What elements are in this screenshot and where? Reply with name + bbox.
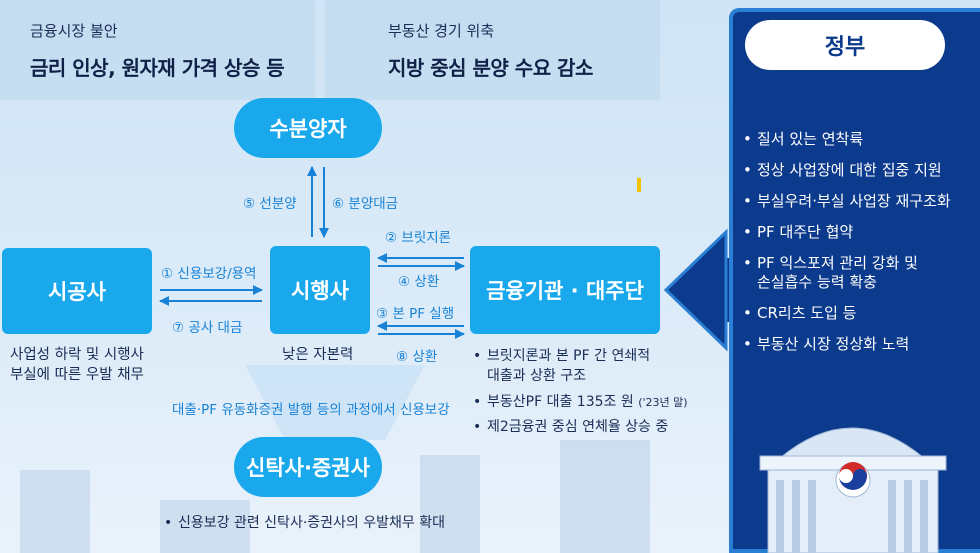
government-item: 부동산 시장 정상화 노력 (743, 335, 951, 354)
lender-bullets: 브릿지론과 본 PF 간 연쇄적 대출과 상환 구조 부동산PF 대출 135조… (473, 346, 688, 437)
lender-bullet: 부동산PF 대출 135조 원 ('23년 말) (473, 392, 688, 413)
government-item: 정상 사업장에 대한 집중 지원 (743, 161, 951, 180)
builder-note-line1: 사업성 하락 및 시행사 (10, 347, 144, 363)
government-item-line: 부실우려·부실 사업장 재구조화 (757, 192, 951, 210)
government-item-line: PF 익스포져 관리 강화 및 (757, 254, 918, 272)
government-item-line: 손실흡수 능력 확충 (757, 273, 877, 291)
header-right-sub: 부동산 경기 위축 (388, 22, 495, 40)
trust-bullets: 신용보강 관련 신탁사·증권사의 우발채무 확대 (164, 513, 445, 533)
government-list: 질서 있는 연착륙정상 사업장에 대한 집중 지원부실우려·부실 사업장 재구조… (743, 130, 951, 354)
lender-bullet: 브릿지론과 본 PF 간 연쇄적 대출과 상환 구조 (473, 346, 688, 386)
lender-bullet-1-line1: 브릿지론과 본 PF 간 연쇄적 (487, 348, 651, 364)
header-panel-left (0, 0, 315, 100)
flow-label-presale: ⑤ 선분양 (243, 196, 297, 212)
node-trust: 신탁사·증권사 (234, 437, 382, 497)
lender-bullet: 제2금융권 중심 연체율 상승 중 (473, 417, 688, 437)
government-item-line: 부동산 시장 정상화 노력 (757, 335, 910, 353)
government-item-line: 질서 있는 연착륙 (757, 130, 864, 148)
government-title: 정부 (745, 20, 945, 70)
flow-label-sale-payment: ⑥ 분양대금 (332, 196, 399, 212)
government-item: CR리츠 도입 등 (743, 304, 951, 323)
government-item-line: CR리츠 도입 등 (757, 304, 857, 322)
flow-label-construction-payment: ⑦ 공사 대금 (172, 320, 243, 336)
city-building (560, 440, 650, 553)
header-left-main: 금리 인상, 원자재 가격 상승 등 (30, 56, 285, 80)
lender-bullet-2: 부동산PF 대출 135조 원 (487, 394, 634, 410)
developer-note: 낮은 자본력 (282, 347, 354, 363)
node-developer: 시행사 (270, 246, 370, 334)
city-building (20, 470, 90, 553)
node-lender: 금융기관 · 대주단 (470, 246, 660, 334)
government-item: 부실우려·부실 사업장 재구조화 (743, 192, 951, 211)
guarantee-label: 대출·PF 유동화증권 발행 등의 과정에서 신용보강 (172, 402, 450, 418)
lender-bullet-3: 제2금융권 중심 연체율 상승 중 (487, 419, 669, 435)
flow-label-main-pf: ③ 본 PF 실행 (376, 306, 455, 322)
city-building (420, 455, 480, 553)
header-right-main: 지방 중심 분양 수요 감소 (388, 56, 593, 80)
builder-note: 사업성 하락 및 시행사 부실에 따른 우발 채무 (10, 345, 144, 385)
flow-label-repay-4: ④ 상환 (398, 274, 440, 290)
flow-label-repay-8: ⑧ 상환 (396, 349, 438, 365)
flow-label-bridge-loan: ② 브릿지론 (385, 230, 452, 246)
marker (637, 178, 641, 192)
government-item-line: 정상 사업장에 대한 집중 지원 (757, 161, 942, 179)
government-item: 질서 있는 연착륙 (743, 130, 951, 149)
lender-bullet-1-line2: 대출과 상환 구조 (487, 368, 587, 384)
flow-label-credit: ① 신용보강/용역 (161, 266, 257, 282)
government-item: PF 대주단 협약 (743, 223, 951, 242)
node-buyer: 수분양자 (234, 98, 382, 158)
trust-bullet: 신용보강 관련 신탁사·증권사의 우발채무 확대 (164, 513, 445, 533)
header-left-sub: 금융시장 불안 (30, 22, 118, 40)
node-builder: 시공사 (2, 248, 152, 334)
builder-note-line2: 부실에 따른 우발 채무 (10, 367, 144, 383)
lender-bullet-2-note: ('23년 말) (638, 396, 688, 409)
header-panel-right (325, 0, 660, 100)
government-item-line: PF 대주단 협약 (757, 223, 854, 241)
